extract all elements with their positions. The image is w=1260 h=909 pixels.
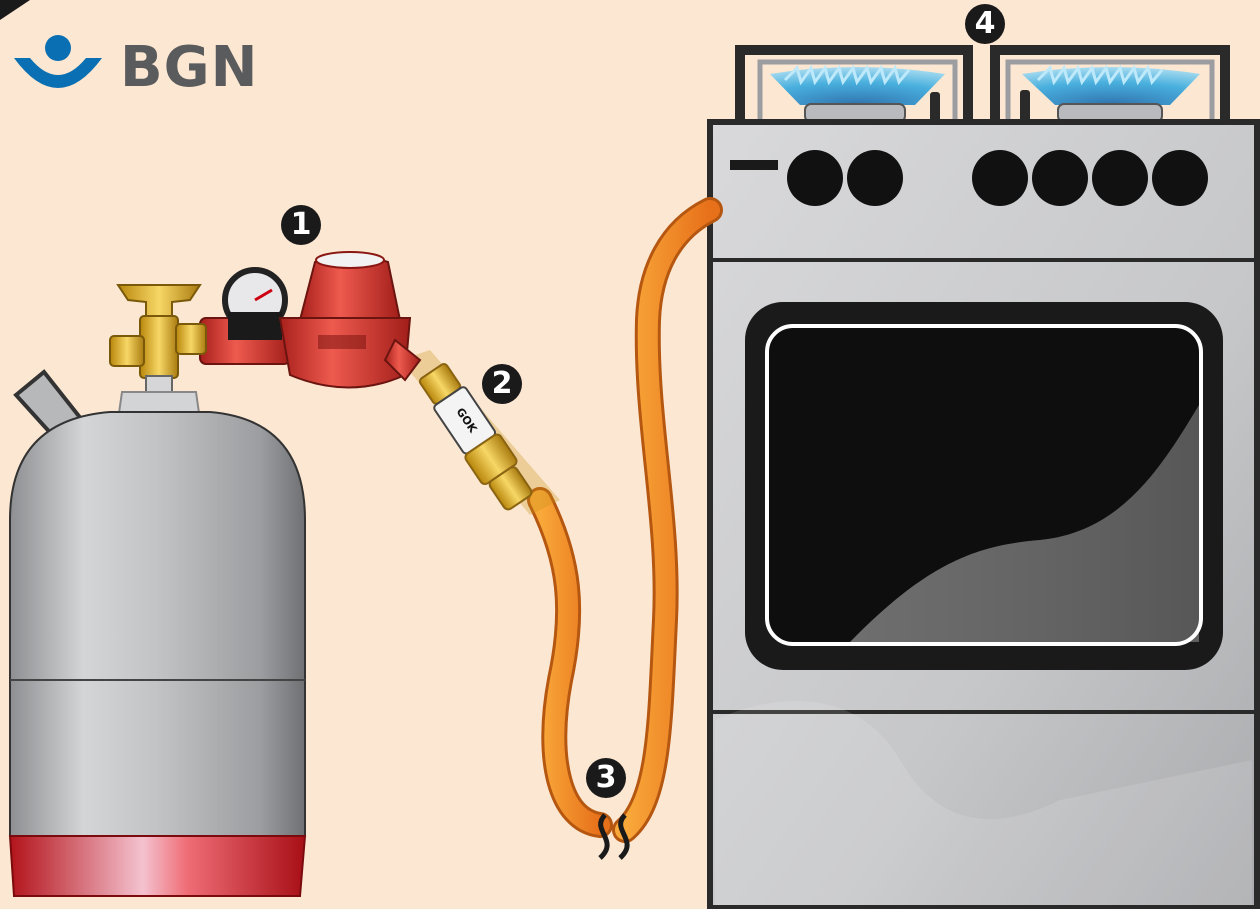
marker-2: 2 <box>482 364 522 404</box>
hose-breakage-valve: GOK <box>400 350 560 515</box>
cylinder-valve <box>110 285 206 394</box>
control-knob-2 <box>847 150 903 206</box>
burner-right <box>1020 67 1200 122</box>
control-slot <box>730 160 778 170</box>
bgn-logo-icon <box>14 35 102 88</box>
control-knob-6 <box>1152 150 1208 206</box>
marker-4: 4 <box>965 4 1005 44</box>
cylinder-foot-ring <box>10 836 305 896</box>
marker-3: 3 <box>586 758 626 798</box>
burner-left <box>770 67 945 122</box>
control-knob-3 <box>972 150 1028 206</box>
corner-mark <box>0 0 30 20</box>
pressure-regulator <box>200 252 420 388</box>
gas-stove <box>710 50 1257 908</box>
gas-cylinder <box>10 372 305 896</box>
control-knob-4 <box>1032 150 1088 206</box>
brand-name: BGN <box>120 40 259 96</box>
marker-1: 1 <box>281 205 321 245</box>
control-knob-1 <box>787 150 843 206</box>
control-knob-5 <box>1092 150 1148 206</box>
valve-handwheel-icon <box>118 285 200 318</box>
gas-hose <box>540 210 710 858</box>
